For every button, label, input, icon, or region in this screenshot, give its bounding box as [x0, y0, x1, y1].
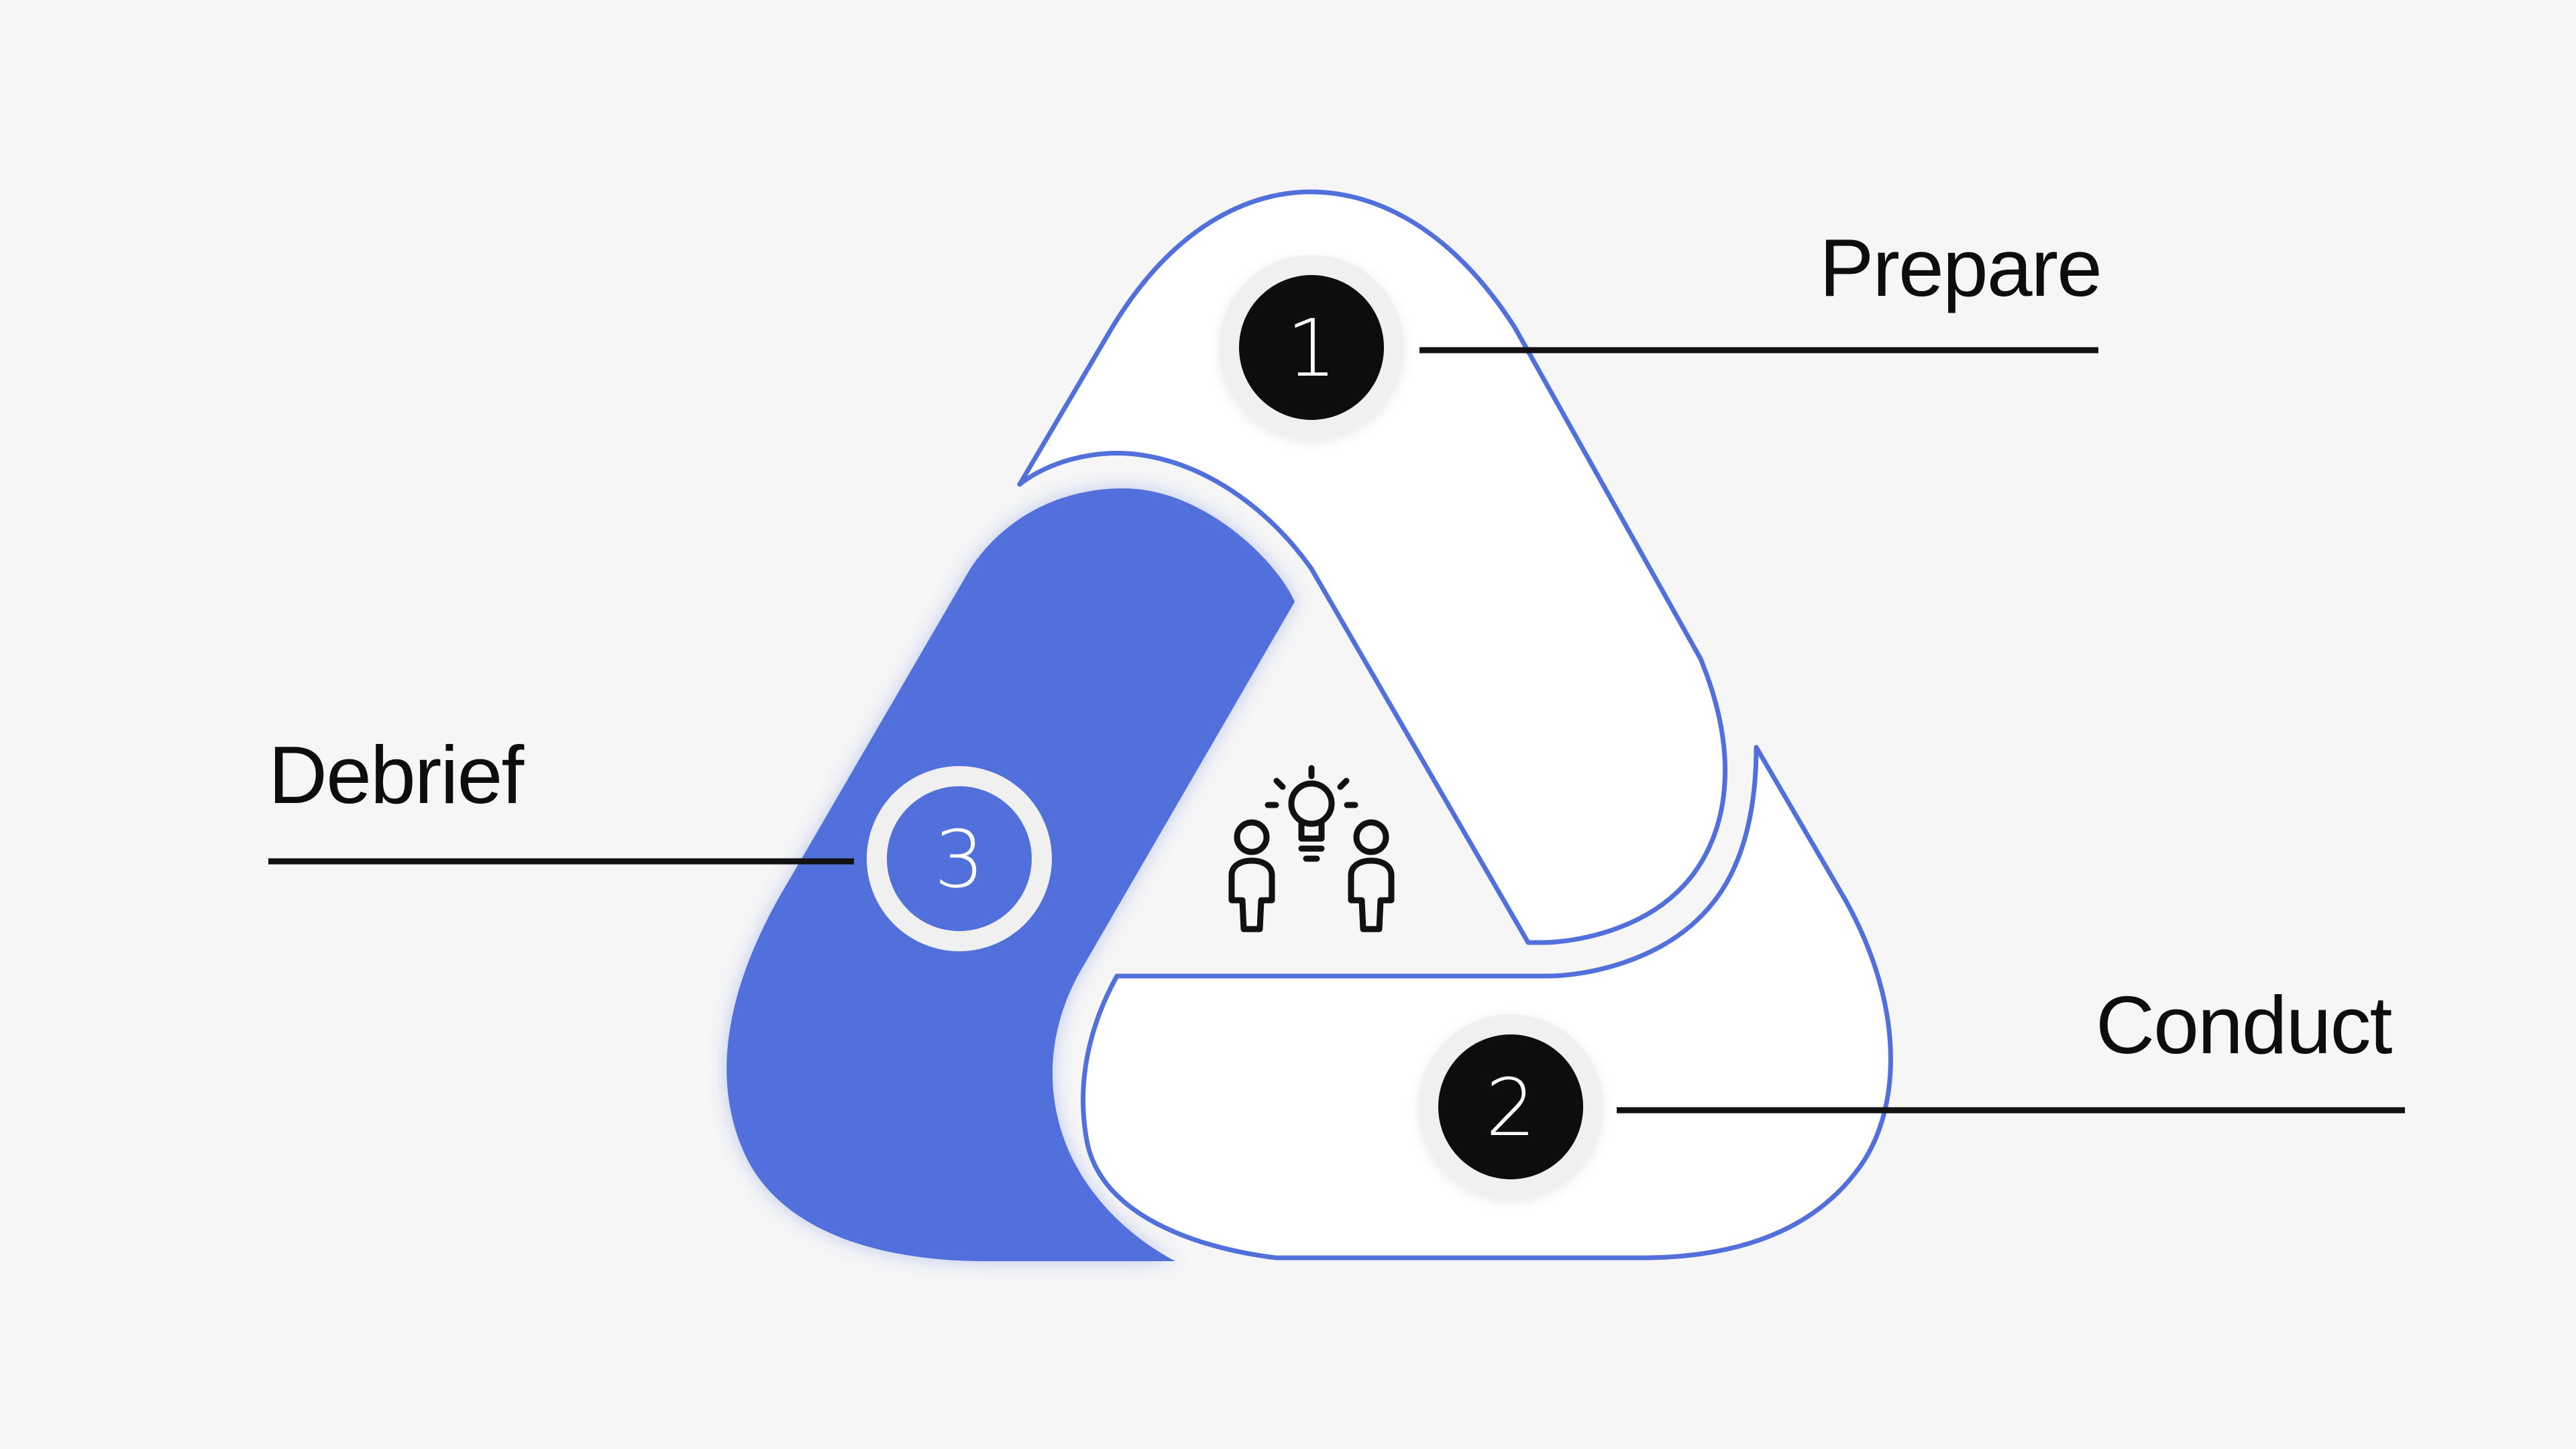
step-label-conduct: Conduct [2096, 979, 2392, 1071]
segment-conduct [1081, 745, 1893, 1260]
step-number-1: 1 [1286, 302, 1336, 394]
step-number-3: 3 [934, 813, 984, 906]
step-number-2: 2 [1485, 1061, 1536, 1154]
segment-prepare [1017, 189, 1728, 945]
step-badge-3: 3 [867, 766, 1052, 951]
step-label-prepare: Prepare [1819, 222, 2102, 313]
step-label-debrief: Debrief [268, 729, 524, 820]
two-people-with-lightbulb-icon [1228, 765, 1395, 932]
step-badge-2: 2 [1418, 1014, 1603, 1199]
step-badge-1: 1 [1219, 255, 1404, 440]
